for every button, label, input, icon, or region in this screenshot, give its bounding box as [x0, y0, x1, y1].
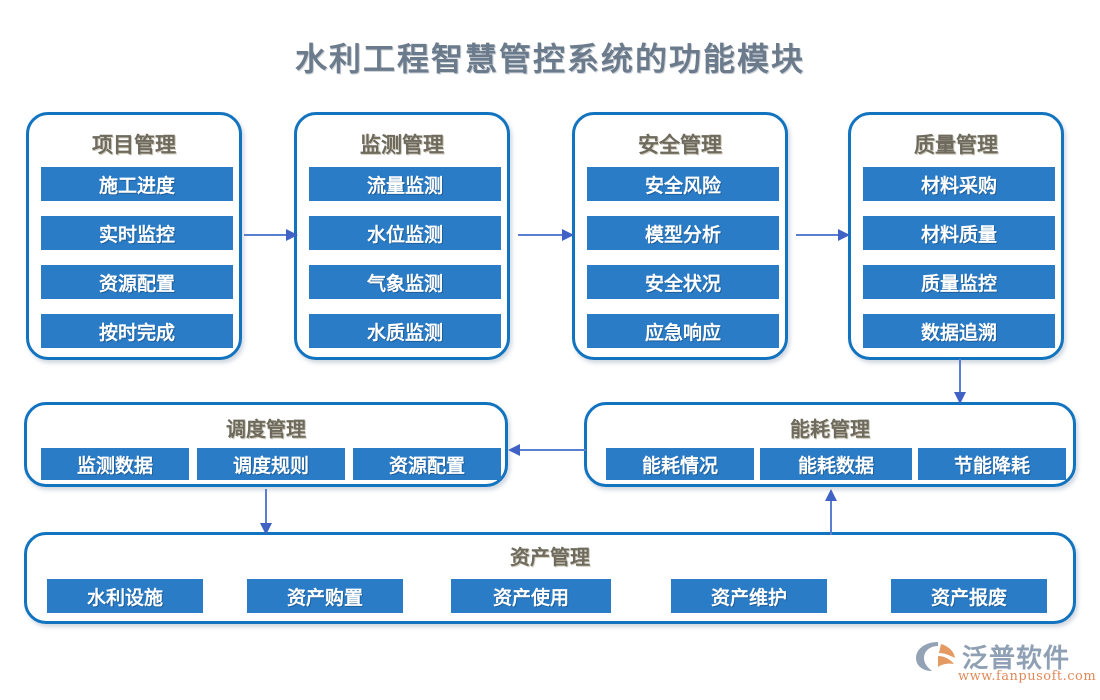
- item-safety-2[interactable]: 安全状况: [587, 265, 779, 299]
- item-quality-3[interactable]: 数据追溯: [863, 314, 1055, 348]
- group-title-asset: 资产管理: [510, 545, 590, 569]
- page-title: 水利工程智慧管控系统的功能模块: [294, 40, 805, 78]
- item-safety-3[interactable]: 应急响应: [587, 314, 779, 348]
- brand-logo: 泛普软件 www.fanpusoft.com: [914, 638, 1096, 688]
- item-energy-0[interactable]: 能耗情况: [606, 448, 754, 480]
- item-safety-0[interactable]: 安全风险: [587, 167, 779, 201]
- item-dispatch-0[interactable]: 监测数据: [41, 448, 189, 480]
- item-monitor-2[interactable]: 气象监测: [309, 265, 501, 299]
- item-quality-1[interactable]: 材料质量: [863, 216, 1055, 250]
- arrow-project-to-monitor: [244, 228, 298, 242]
- item-project-2[interactable]: 资源配置: [41, 265, 233, 299]
- arrow-energy-to-dispatch: [508, 443, 586, 457]
- group-title-quality: 质量管理: [914, 132, 998, 157]
- item-asset-1[interactable]: 资产购置: [247, 579, 403, 613]
- item-project-1[interactable]: 实时监控: [41, 216, 233, 250]
- group-dispatch[interactable]: 调度管理 监测数据 调度规则 资源配置: [24, 402, 508, 487]
- item-quality-2[interactable]: 质量监控: [863, 265, 1055, 299]
- group-quality[interactable]: 质量管理 材料采购 材料质量 质量监控 数据追溯: [848, 112, 1064, 360]
- fanpu-logo-icon: [916, 642, 955, 671]
- item-quality-0[interactable]: 材料采购: [863, 167, 1055, 201]
- group-title-safety: 安全管理: [638, 132, 722, 157]
- group-monitor[interactable]: 监测管理 流量监测 水位监测 气象监测 水质监测: [294, 112, 510, 360]
- group-title-monitor: 监测管理: [360, 132, 444, 157]
- group-safety[interactable]: 安全管理 安全风险 模型分析 安全状况 应急响应: [572, 112, 788, 360]
- item-asset-2[interactable]: 资产使用: [451, 579, 611, 613]
- arrow-monitor-to-safety: [518, 228, 574, 242]
- item-asset-4[interactable]: 资产报废: [891, 579, 1047, 613]
- brand-name: 泛普软件: [962, 644, 1071, 674]
- arrow-asset-to-energy: [824, 489, 838, 535]
- item-monitor-3[interactable]: 水质监测: [309, 314, 501, 348]
- group-title-energy: 能耗管理: [790, 417, 870, 441]
- item-dispatch-2[interactable]: 资源配置: [353, 448, 501, 480]
- arrow-safety-to-quality: [796, 228, 850, 242]
- item-monitor-1[interactable]: 水位监测: [309, 216, 501, 250]
- group-asset[interactable]: 资产管理 水利设施 资产购置 资产使用 资产维护 资产报废: [24, 532, 1076, 624]
- group-energy[interactable]: 能耗管理 能耗情况 能耗数据 节能降耗: [584, 402, 1076, 487]
- arrow-dispatch-to-asset: [259, 489, 273, 535]
- item-project-0[interactable]: 施工进度: [41, 167, 233, 201]
- group-project[interactable]: 项目管理 施工进度 实时监控 资源配置 按时完成: [26, 112, 242, 360]
- group-title-dispatch: 调度管理: [226, 417, 306, 441]
- item-asset-3[interactable]: 资产维护: [671, 579, 827, 613]
- item-asset-0[interactable]: 水利设施: [47, 579, 203, 613]
- group-title-project: 项目管理: [92, 132, 176, 157]
- item-dispatch-1[interactable]: 调度规则: [197, 448, 345, 480]
- item-energy-2[interactable]: 节能降耗: [918, 448, 1066, 480]
- item-project-3[interactable]: 按时完成: [41, 314, 233, 348]
- brand-url: www.fanpusoft.com: [958, 669, 1097, 684]
- item-monitor-0[interactable]: 流量监测: [309, 167, 501, 201]
- item-safety-1[interactable]: 模型分析: [587, 216, 779, 250]
- arrow-quality-to-energy: [953, 359, 967, 404]
- item-energy-1[interactable]: 能耗数据: [760, 448, 912, 480]
